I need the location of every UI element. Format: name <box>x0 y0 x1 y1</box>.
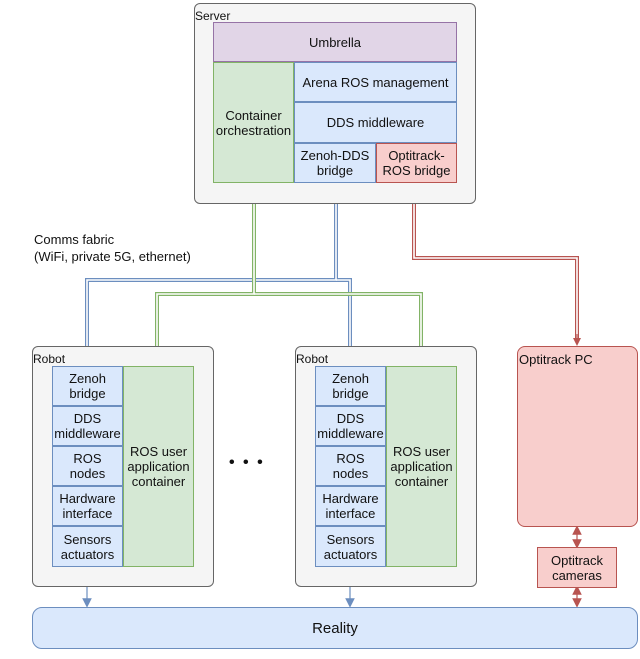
more-robots-ellipsis: • • • <box>229 454 265 471</box>
comms-fabric-title: Comms fabric <box>34 232 115 247</box>
robot-ros-user-container: ROS user application container <box>123 366 194 567</box>
zenoh-link <box>85 190 352 358</box>
optitrack-pc-title: Optitrack PC <box>519 352 593 367</box>
robot-title: Robot <box>296 352 329 366</box>
robot-title: Robot <box>33 352 66 366</box>
umbrella-box: Umbrella <box>213 22 457 62</box>
robot-sensors-actuators: Sensors actuators <box>315 526 386 567</box>
optitrack-cameras-box: Optitrack cameras <box>537 547 617 588</box>
comms-fabric-subtitle: (WiFi, private 5G, ethernet) <box>34 249 191 264</box>
reality-box: Reality <box>32 607 638 649</box>
container-orchestration-box: Container orchestration <box>213 62 294 183</box>
optitrack-pc-box <box>517 346 638 527</box>
arena-ros-management-box: Arena ROS management <box>294 62 457 102</box>
robot-hardware-interface: Hardware interface <box>315 486 386 526</box>
robot-ros-user-container: ROS user application container <box>386 366 457 567</box>
robot-dds-middleware: DDS middleware <box>52 406 123 446</box>
robot-ros-nodes: ROS nodes <box>315 446 386 486</box>
zenoh-dds-bridge-box: Zenoh-DDS bridge <box>294 143 376 183</box>
dds-middleware-box: DDS middleware <box>294 102 457 143</box>
robot-dds-middleware: DDS middleware <box>315 406 386 446</box>
orchestration-link <box>155 190 423 358</box>
robot-sensors-actuators: Sensors actuators <box>52 526 123 567</box>
optitrack-link <box>412 190 579 340</box>
server-title: Server <box>195 9 231 23</box>
robot-hardware-interface: Hardware interface <box>52 486 123 526</box>
optitrack-ros-bridge-box: Optitrack- ROS bridge <box>376 143 457 183</box>
robot-zenoh-bridge: Zenoh bridge <box>52 366 123 406</box>
robot-zenoh-bridge: Zenoh bridge <box>315 366 386 406</box>
robot-ros-nodes: ROS nodes <box>52 446 123 486</box>
